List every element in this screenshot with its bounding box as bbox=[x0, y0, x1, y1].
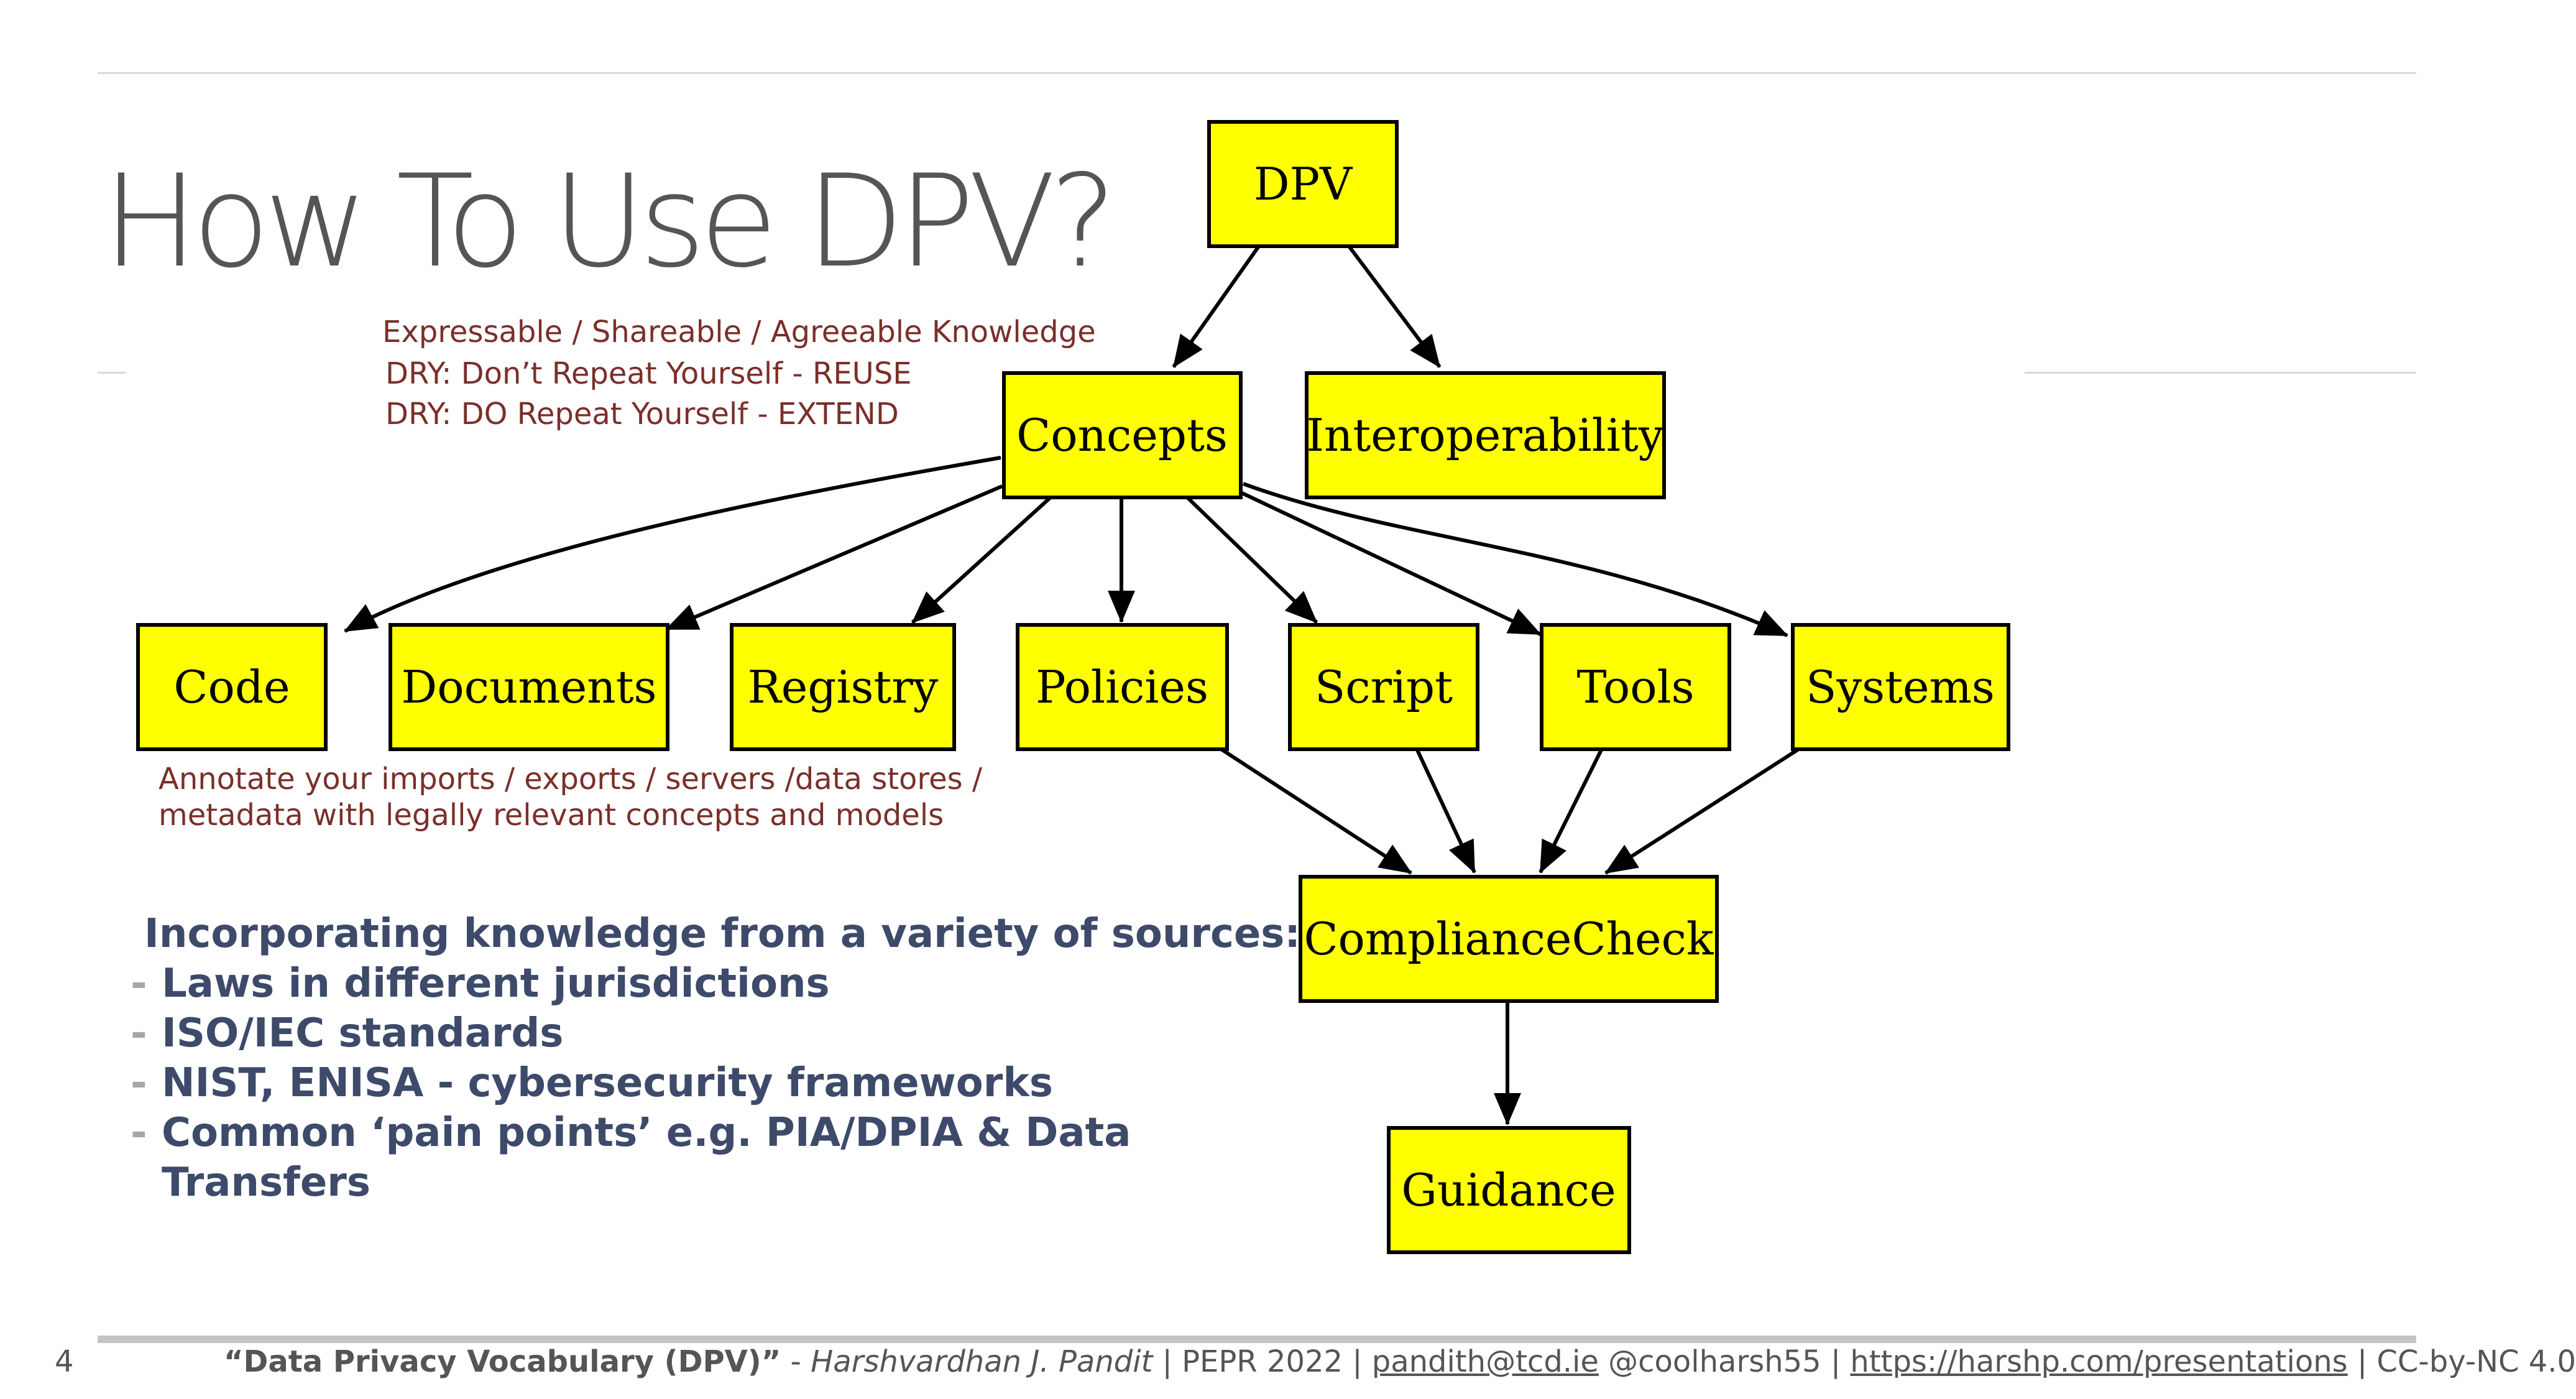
annotate-note-line-2: metadata with legally relevant concepts … bbox=[159, 797, 944, 833]
node-guidance: Guidance bbox=[1387, 1126, 1631, 1254]
node-code: Code bbox=[136, 623, 328, 751]
sources-item-text: NIST, ENISA - cybersecurity frameworks bbox=[162, 1060, 1053, 1106]
node-concepts: Concepts bbox=[1002, 371, 1243, 499]
footer-separator: - bbox=[781, 1344, 811, 1379]
edge-concepts-registry bbox=[911, 496, 1052, 624]
edge-concepts-tools bbox=[1240, 491, 1542, 636]
dpv-usage-diagram: DPV Concepts Interoperability Code Docum… bbox=[136, 120, 2010, 1254]
knowledge-note-1: Expressable / Shareable / Agreeable Know… bbox=[382, 315, 1096, 349]
sources-item-continuation: Transfers bbox=[131, 1158, 1300, 1207]
sources-item-text: Common ‘pain points’ e.g. PIA/DPIA & Dat… bbox=[162, 1110, 1131, 1156]
footer-license: | CC-by-NC 4.0 bbox=[2347, 1344, 2576, 1379]
knowledge-note-3: DRY: DO Repeat Yourself - EXTEND bbox=[385, 397, 899, 432]
slide-title: How To Use DPV? bbox=[103, 148, 1117, 296]
page-number: 4 bbox=[55, 1344, 74, 1379]
node-policies: Policies bbox=[1016, 623, 1229, 751]
sources-item: -ISO/IEC standards bbox=[131, 1009, 1300, 1058]
edge-tools-compliancecheck bbox=[1539, 746, 1604, 874]
sources-item-text: Transfers bbox=[162, 1160, 370, 1206]
node-documents: Documents bbox=[389, 623, 669, 751]
node-policies-label: Policies bbox=[1036, 661, 1208, 713]
edge-policies-compliancecheck bbox=[1217, 746, 1412, 875]
edge-concepts-documents bbox=[665, 484, 1003, 631]
top-rule bbox=[98, 72, 2416, 74]
node-documents-label: Documents bbox=[402, 661, 657, 713]
edge-dpv-interoperability bbox=[1347, 245, 1442, 368]
title-rule-left bbox=[98, 372, 126, 374]
diagram-edges bbox=[344, 245, 1803, 1125]
node-guidance-label: Guidance bbox=[1401, 1164, 1616, 1216]
bullet-dash: - bbox=[131, 961, 147, 1007]
node-compliance-check: ComplianceCheck bbox=[1299, 875, 1719, 1003]
footer-event: | PEPR 2022 | bbox=[1152, 1344, 1372, 1379]
footer-title: “Data Privacy Vocabulary (DPV)” bbox=[224, 1344, 781, 1379]
sources-list: Incorporating knowledge from a variety o… bbox=[131, 909, 1300, 1207]
sources-item: -Common ‘pain points’ e.g. PIA/DPIA & Da… bbox=[131, 1108, 1300, 1158]
node-dpv: DPV bbox=[1207, 120, 1399, 248]
bullet-dash: - bbox=[131, 1110, 147, 1156]
edge-concepts-code bbox=[344, 456, 1001, 633]
node-compliance-check-label: ComplianceCheck bbox=[1304, 913, 1714, 965]
node-concepts-label: Concepts bbox=[1016, 409, 1228, 461]
footer-url-link[interactable]: https://harshp.com/presentations bbox=[1850, 1344, 2348, 1379]
footer: “Data Privacy Vocabulary (DPV)” - Harshv… bbox=[224, 1344, 2576, 1379]
node-interoperability: Interoperability bbox=[1305, 371, 1666, 499]
edge-systems-compliancecheck bbox=[1604, 746, 1803, 875]
footer-handle: @coolharsh55 | bbox=[1598, 1344, 1851, 1379]
footer-email-link[interactable]: pandith@tcd.ie bbox=[1371, 1344, 1599, 1379]
node-dpv-label: DPV bbox=[1254, 158, 1353, 210]
annotate-note: Annotate your imports / exports / server… bbox=[159, 762, 983, 833]
node-code-label: Code bbox=[173, 661, 290, 713]
node-tools-label: Tools bbox=[1576, 661, 1694, 713]
title-rule-right bbox=[2025, 372, 2416, 374]
node-registry-label: Registry bbox=[748, 661, 939, 713]
bullet-dash: - bbox=[131, 1060, 147, 1106]
node-interoperability-label: Interoperability bbox=[1307, 409, 1664, 461]
node-script: Script bbox=[1288, 623, 1479, 751]
diagram-nodes: DPV Concepts Interoperability Code Docum… bbox=[136, 120, 2010, 1254]
sources-item-text: Laws in different jurisdictions bbox=[162, 961, 830, 1007]
footer-author: Harshvardhan J. Pandit bbox=[811, 1344, 1153, 1379]
sources-item-text: ISO/IEC standards bbox=[162, 1010, 564, 1056]
node-registry: Registry bbox=[730, 623, 956, 751]
node-tools: Tools bbox=[1540, 623, 1731, 751]
node-script-label: Script bbox=[1315, 661, 1453, 713]
edge-dpv-concepts bbox=[1172, 245, 1261, 368]
bullet-dash: - bbox=[131, 1010, 147, 1056]
edge-concepts-systems bbox=[1242, 482, 1788, 637]
footer-rule bbox=[98, 1336, 2416, 1343]
annotate-note-line-1: Annotate your imports / exports / server… bbox=[159, 762, 983, 796]
sources-item: -Laws in different jurisdictions bbox=[131, 959, 1300, 1009]
knowledge-note-2: DRY: Don’t Repeat Yourself - REUSE bbox=[385, 356, 912, 391]
edge-concepts-script bbox=[1185, 496, 1318, 624]
edge-script-compliancecheck bbox=[1414, 746, 1476, 874]
sources-item: -NIST, ENISA - cybersecurity frameworks bbox=[131, 1058, 1300, 1108]
sources-heading: Incorporating knowledge from a variety o… bbox=[144, 911, 1300, 957]
node-systems: Systems bbox=[1791, 623, 2010, 751]
node-systems-label: Systems bbox=[1806, 661, 1995, 713]
